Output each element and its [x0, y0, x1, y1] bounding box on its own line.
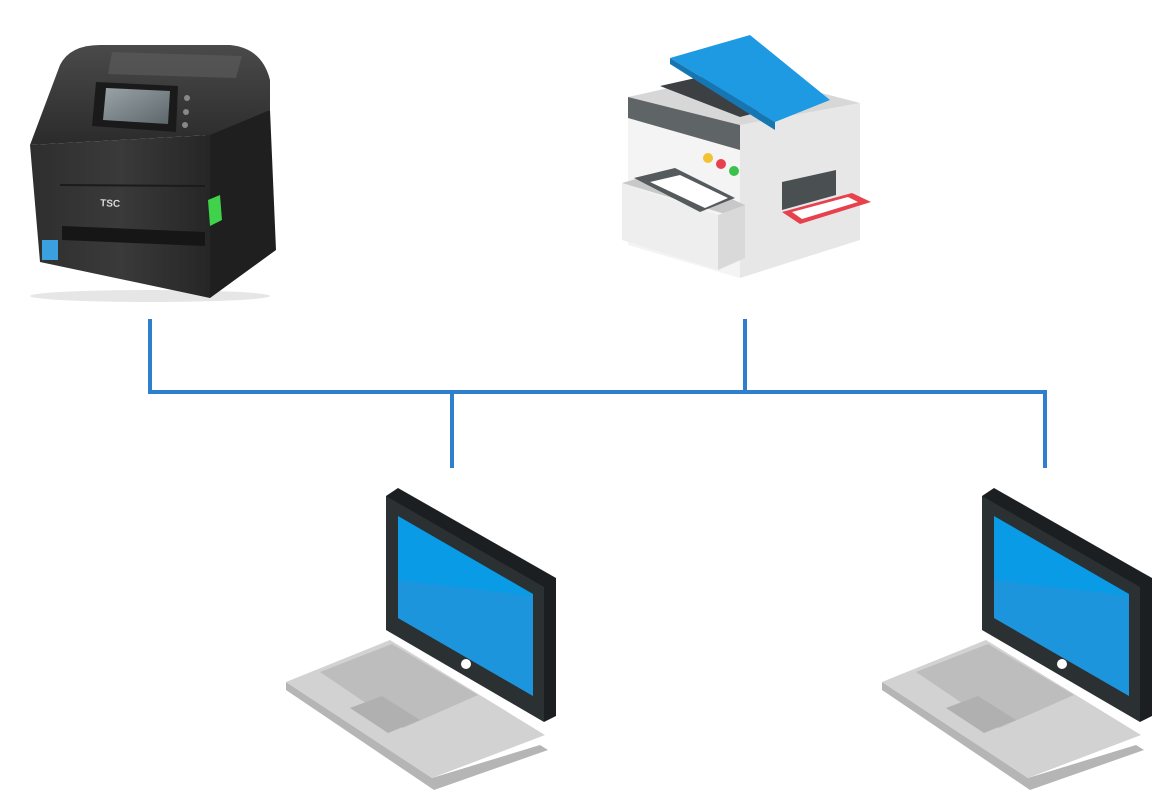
- laptop-right: [882, 488, 1152, 790]
- label-printer-icon: TSC: [30, 45, 276, 302]
- printer-icon: [622, 35, 871, 278]
- laptop-icon: [882, 488, 1152, 790]
- network-connectors: [148, 319, 1047, 468]
- laptop-icon: [286, 488, 556, 790]
- laptop-left: [286, 488, 556, 790]
- brand-logo: TSC: [100, 198, 121, 210]
